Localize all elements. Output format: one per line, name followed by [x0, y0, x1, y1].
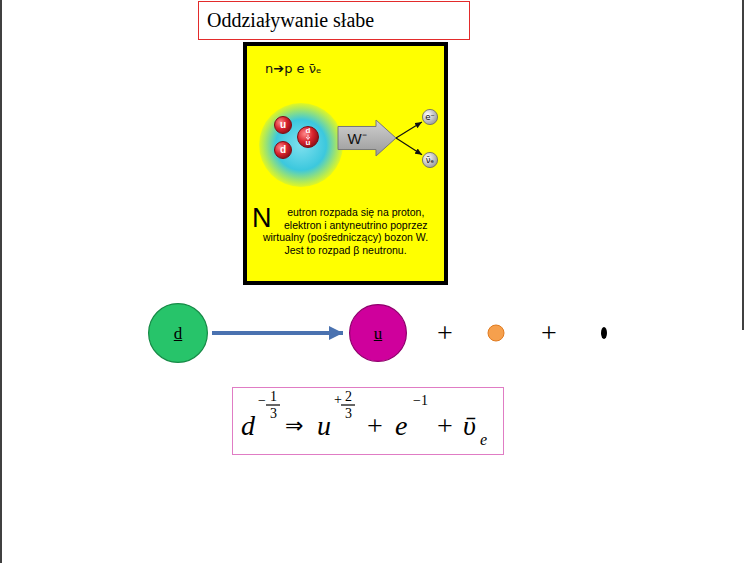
equation-part: − [258, 394, 266, 408]
circle-shape [149, 304, 208, 363]
equation-part: 3 [270, 407, 277, 421]
node-text: ν̄ₑ [426, 156, 434, 165]
equation-part: e [480, 432, 487, 448]
neutron-blob [259, 103, 343, 187]
node-text: u [306, 139, 311, 147]
panel-ground [247, 46, 444, 281]
fraction-bar [341, 404, 355, 405]
equation-part: ῡ [463, 412, 476, 440]
equation-part: 1 [270, 390, 277, 404]
decay-line [396, 122, 422, 138]
node-text: W⁻ [347, 131, 366, 146]
arrow-shape [338, 120, 396, 156]
plus-sign: + [437, 319, 453, 347]
node-text: d [280, 145, 286, 155]
fraction-bar [266, 404, 280, 405]
circle-shape [422, 109, 437, 124]
equation-part: u [317, 412, 331, 440]
quark-ball: d [274, 141, 292, 159]
changing-quark: du [297, 126, 319, 148]
equation-part: ⇒ [285, 415, 303, 437]
antineutrino-dot [601, 327, 607, 339]
quark-ball: u [274, 116, 292, 134]
equation-part: 3 [345, 407, 352, 421]
equation-part: −1 [413, 394, 428, 408]
electron-dot [488, 325, 504, 341]
equation-part: e [395, 412, 407, 440]
description-text: Neutron rozpada się na proton, elektron … [252, 206, 439, 256]
equation-part: + [437, 412, 453, 440]
plus-sign: + [541, 319, 557, 347]
equation-box: d−13⇒u+23+e−1+ῡe [232, 387, 504, 455]
equation-part: 2 [345, 390, 352, 404]
frame-line [0, 0, 2, 563]
circle-shape [275, 142, 292, 159]
circle-shape [298, 127, 319, 148]
equation-part: + [367, 412, 383, 440]
electron-ball: e⁻ [422, 109, 438, 125]
arrow-outline [338, 120, 396, 156]
node-text: d [174, 325, 183, 342]
circle-shape [350, 305, 407, 362]
frame-line [742, 0, 744, 330]
circle-shape [422, 152, 437, 167]
node-text: u [280, 120, 286, 130]
down-quark-circle: d [148, 303, 208, 363]
node-text: e⁻ [425, 113, 435, 122]
w-boson-arrow: W⁻ [338, 120, 396, 156]
transition-arrow [212, 331, 343, 335]
node-text: d [306, 127, 311, 135]
slide-title: Oddziaływanie słabe [198, 1, 470, 40]
equation-part: d [241, 412, 255, 440]
node-text: u [374, 325, 383, 342]
circle-shape [275, 117, 292, 134]
antineutrino-ball: ν̄ₑ [422, 152, 438, 168]
up-quark-circle: u [349, 304, 407, 362]
equation-part: + [334, 393, 342, 407]
decay-line [396, 138, 422, 155]
info-panel: n➔p e ν̄ₑNeutron rozpada się na proton, … [243, 42, 448, 285]
reaction-text: n➔p e ν̄ₑ [265, 62, 321, 75]
